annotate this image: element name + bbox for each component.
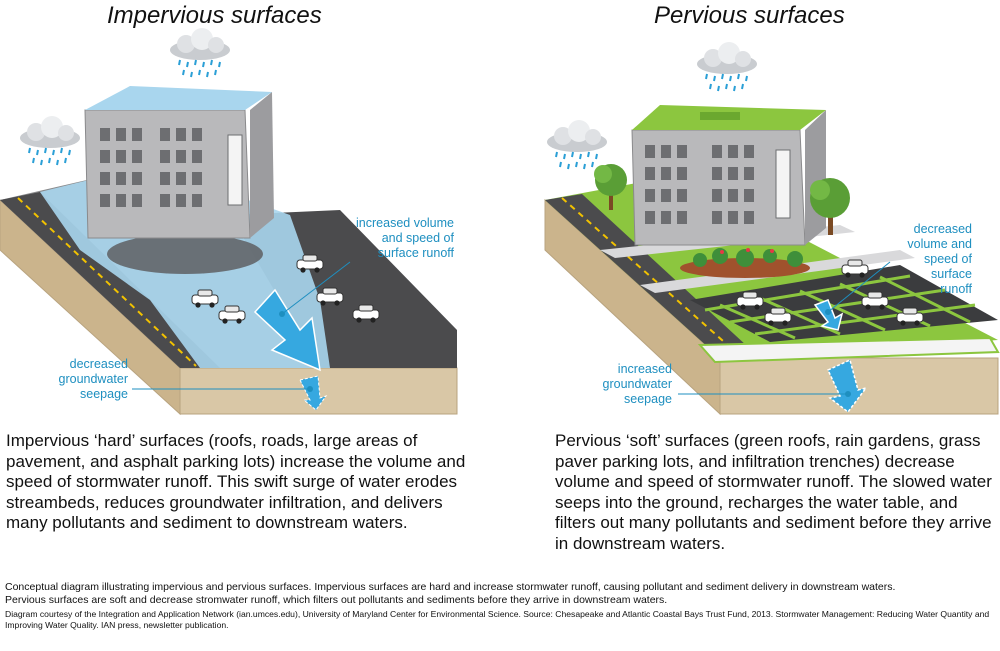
pervious-title: Pervious surfaces [654,2,845,29]
groundwater-callout-left: decreased groundwater seepage [58,357,129,401]
runoff-callout-right: decreased volume and speed of surface ru… [907,222,972,296]
pervious-scene [544,41,1000,416]
building-icon [631,105,826,246]
rain-cloud-icon [19,115,81,166]
tree-icon [594,164,627,210]
flow-arrow-icon [253,288,321,372]
diagram-illustrations [0,27,1000,416]
tree-icon [810,178,850,235]
flow-arrow-icon [299,375,328,411]
building-icon [84,86,274,239]
rain-cloud-icon [169,27,231,78]
rain-cloud-icon [696,41,758,92]
impervious-description: Impervious ‘hard’ surfaces (roofs, roads… [6,431,466,532]
caption-line-1: Conceptual diagram illustrating impervio… [5,581,896,593]
groundwater-callout-right: increased groundwater seepage [602,362,673,406]
caption-line-2: Pervious surfaces are soft and decrease … [5,594,668,606]
flow-arrow-icon [813,299,844,331]
rain-cloud-icon [546,119,608,170]
flow-arrow-icon [827,358,868,414]
runoff-callout-left: increased volume and speed of surface ru… [356,216,454,260]
impervious-scene [0,27,458,416]
impervious-title: Impervious surfaces [107,2,322,29]
pervious-description: Pervious ‘soft’ surfaces (green roofs, r… [555,431,992,553]
caption-credit: Diagram courtesy of the Integration and … [5,609,990,630]
